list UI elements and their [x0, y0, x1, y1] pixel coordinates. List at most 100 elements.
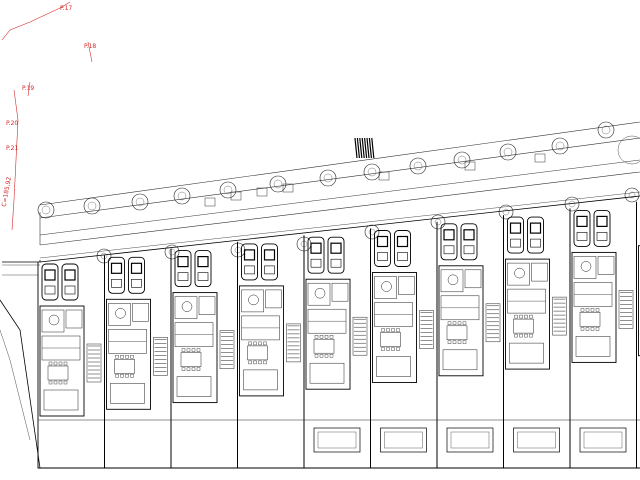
- room: [597, 256, 615, 275]
- unit-outline: [636, 201, 640, 469]
- car-icon: [460, 223, 478, 261]
- tree-icon: [100, 252, 108, 260]
- car-window: [510, 238, 521, 248]
- staircase: [286, 323, 301, 363]
- pool: [513, 427, 560, 453]
- chair: [580, 308, 585, 312]
- chair: [186, 367, 191, 371]
- car-icon: [527, 216, 544, 254]
- room-fixture: [115, 308, 126, 319]
- living-room: [509, 342, 544, 364]
- car-window: [64, 269, 76, 281]
- survey-label-1: P.17: [60, 5, 72, 12]
- tree-icon: [37, 201, 55, 219]
- survey-boundary: P.17 P.18 P.19 P.20 P.21 C=185,92: [1, 1, 96, 231]
- dining-table: [446, 325, 468, 341]
- chair: [524, 314, 528, 319]
- chair: [263, 341, 267, 346]
- room: [132, 303, 149, 322]
- room-fixture: [181, 301, 193, 312]
- chair: [196, 367, 201, 371]
- living-room: [575, 336, 611, 357]
- house-footprint: [239, 285, 284, 397]
- chair: [396, 328, 400, 332]
- car-icon: [507, 216, 524, 254]
- dining-table: [579, 312, 601, 327]
- room-fixture: [314, 287, 326, 299]
- tree-icon: [41, 205, 51, 215]
- room: [41, 309, 65, 333]
- chair: [48, 361, 53, 366]
- tree-icon: [173, 187, 191, 205]
- chair: [248, 360, 252, 365]
- chair: [452, 321, 457, 325]
- house-footprint: [571, 251, 617, 363]
- car-window: [576, 215, 588, 227]
- staircase: [485, 303, 501, 343]
- dining-table: [380, 332, 401, 347]
- chair: [125, 374, 129, 378]
- crosswalk-stripe: [356, 137, 360, 159]
- tree-icon: [503, 147, 513, 157]
- chair: [324, 354, 329, 358]
- tree-icon: [131, 193, 149, 211]
- tree-icon: [319, 169, 337, 187]
- living-room: [442, 349, 478, 371]
- tree-icon: [363, 163, 381, 181]
- house-footprint: [372, 272, 417, 383]
- tree-icon: [234, 246, 242, 254]
- crosswalk-stripe: [366, 137, 370, 159]
- survey-label-3: P.19: [22, 85, 34, 92]
- survey-label-5: P.21: [6, 145, 18, 152]
- chair: [452, 340, 457, 344]
- living-room: [243, 369, 278, 391]
- car-window: [310, 258, 322, 268]
- car-window: [396, 235, 409, 248]
- car-window: [197, 256, 209, 268]
- chair: [125, 355, 129, 359]
- car-icon: [61, 263, 79, 301]
- tree-icon: [168, 248, 176, 256]
- townhouse-unit: [436, 215, 504, 469]
- room-fixture: [580, 261, 592, 272]
- tree-icon: [597, 121, 615, 139]
- chair: [115, 355, 119, 359]
- chair: [186, 348, 191, 352]
- car-icon: [174, 250, 192, 288]
- chair: [595, 327, 600, 331]
- chair: [524, 333, 528, 338]
- car-window: [177, 272, 189, 281]
- chair: [391, 347, 395, 351]
- car-window: [197, 272, 209, 281]
- car-window: [330, 258, 342, 268]
- room-fixture: [381, 281, 392, 292]
- chair: [324, 335, 329, 339]
- chair: [585, 308, 590, 312]
- pool-inner: [583, 431, 623, 449]
- townhouse-unit: [237, 235, 305, 469]
- house-footprint: [305, 278, 351, 390]
- survey-label-4: P.20: [6, 120, 18, 127]
- chair: [314, 354, 319, 358]
- tree-icon: [135, 197, 145, 207]
- tree-icon: [430, 214, 446, 230]
- chair: [58, 380, 63, 385]
- car-window: [397, 252, 408, 261]
- tree-icon: [453, 151, 471, 169]
- house-footprint: [505, 258, 550, 370]
- room: [440, 269, 464, 293]
- car-icon: [41, 263, 59, 301]
- tree-icon: [413, 161, 423, 171]
- room-fixture: [514, 267, 525, 279]
- dining-table: [313, 338, 335, 354]
- room-fixture: [248, 294, 259, 306]
- dining-table: [513, 318, 534, 334]
- townhouse-unit: [636, 201, 640, 469]
- townhouse-unit: [170, 242, 238, 469]
- chair: [519, 333, 523, 338]
- chair: [319, 335, 324, 339]
- chair: [58, 361, 63, 366]
- car-window: [509, 222, 522, 234]
- chair: [53, 380, 58, 385]
- tree-icon: [87, 201, 97, 211]
